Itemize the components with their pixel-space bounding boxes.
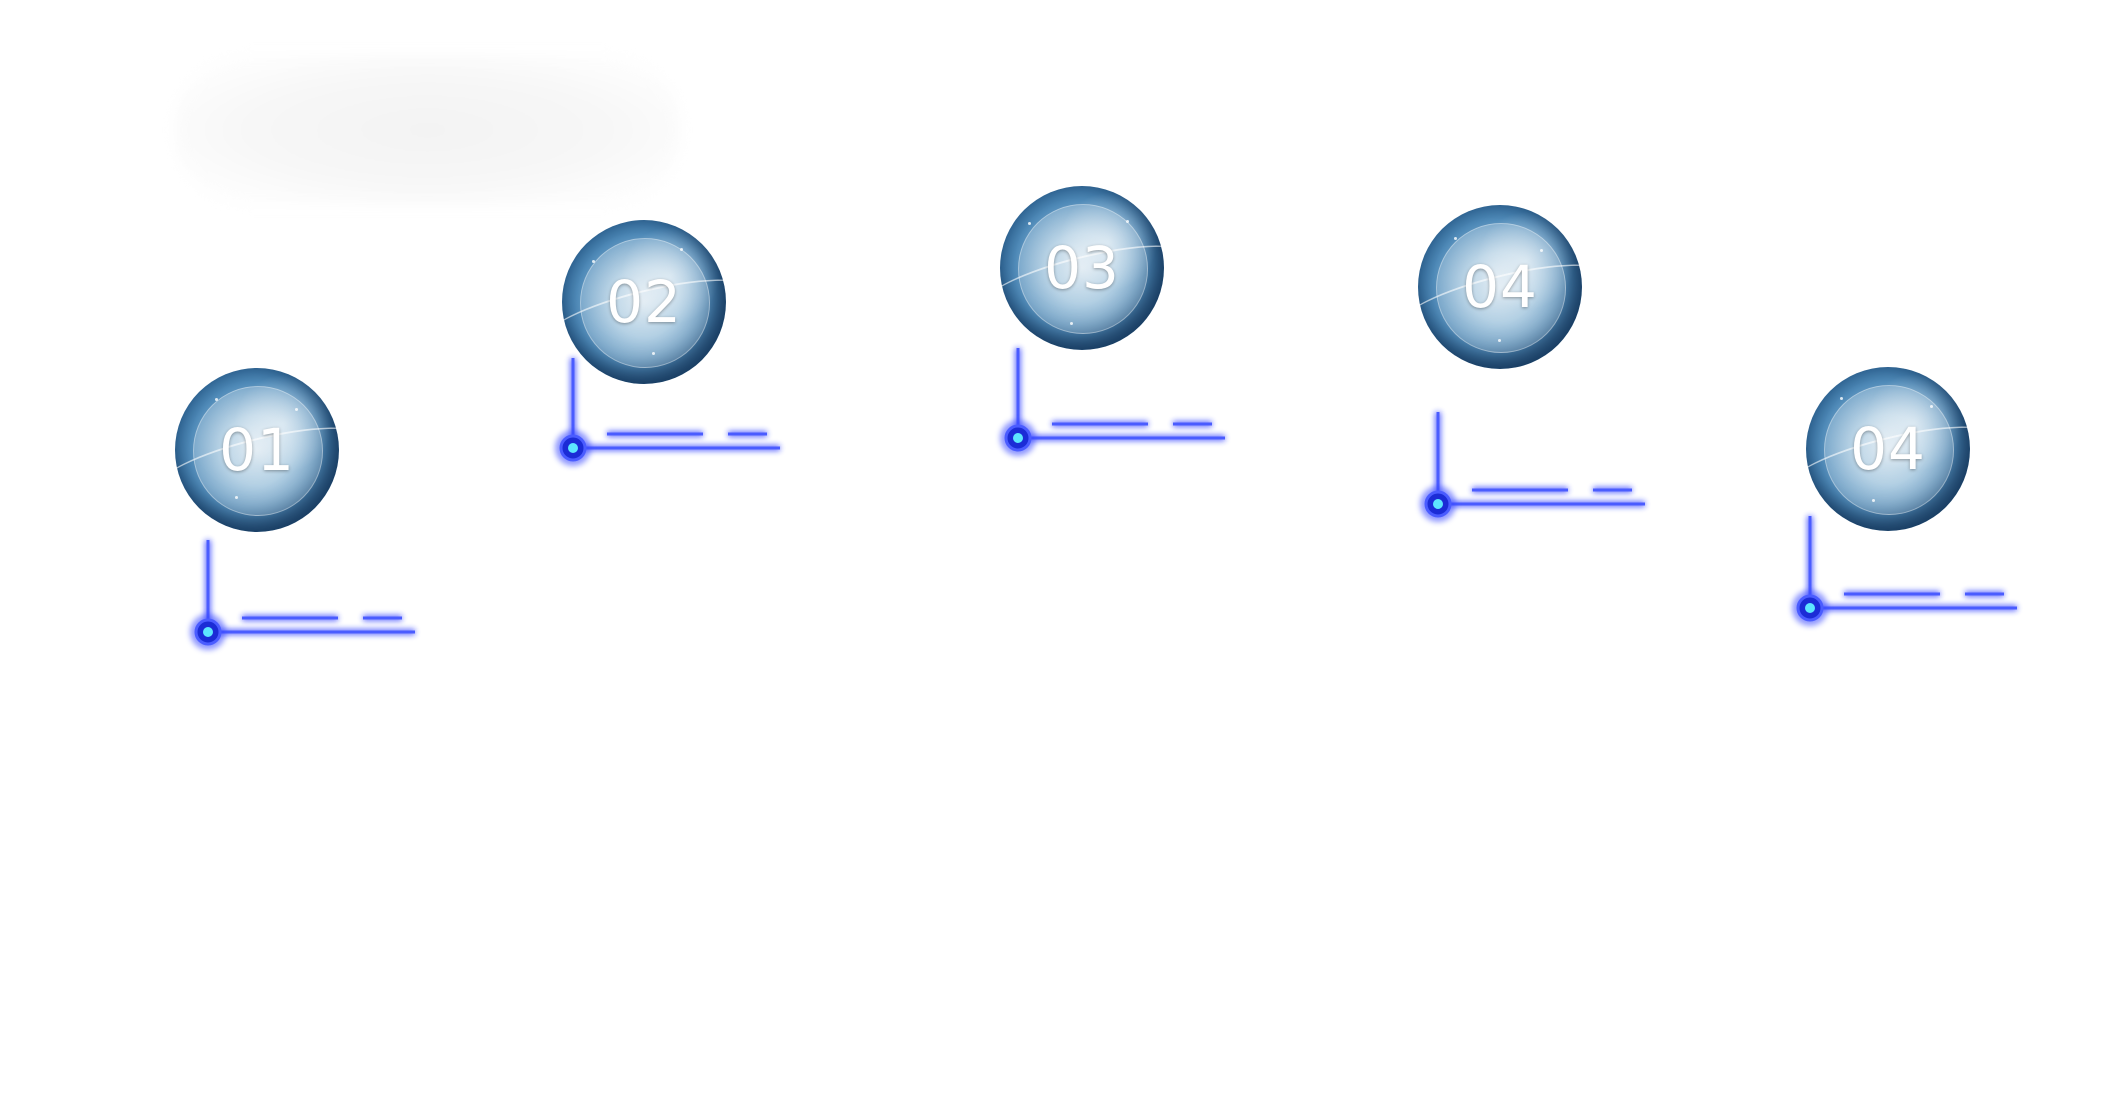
step-node-02: 02	[562, 220, 802, 520]
step-number: 04	[1462, 253, 1538, 321]
step-node-05: 04	[1806, 367, 2046, 667]
blurred-title-placeholder	[175, 55, 680, 205]
globe-icon: 04	[1418, 205, 1582, 369]
connector-line-05	[1792, 516, 2017, 626]
step-node-01: 01	[175, 368, 415, 668]
step-number: 01	[219, 416, 295, 484]
connector-line-02	[555, 358, 780, 466]
step-number: 03	[1044, 234, 1120, 302]
step-node-04: 04	[1418, 205, 1658, 505]
globe-icon: 02	[562, 220, 726, 384]
globe-icon: 04	[1806, 367, 1970, 531]
globe-icon: 01	[175, 368, 339, 532]
connector-line-04	[1420, 412, 1645, 522]
step-node-03: 03	[1000, 186, 1240, 486]
globe-icon: 03	[1000, 186, 1164, 350]
step-number: 02	[606, 268, 682, 336]
step-number: 04	[1850, 415, 1926, 483]
connector-line-03	[1000, 348, 1225, 456]
connector-line-01	[190, 540, 415, 650]
